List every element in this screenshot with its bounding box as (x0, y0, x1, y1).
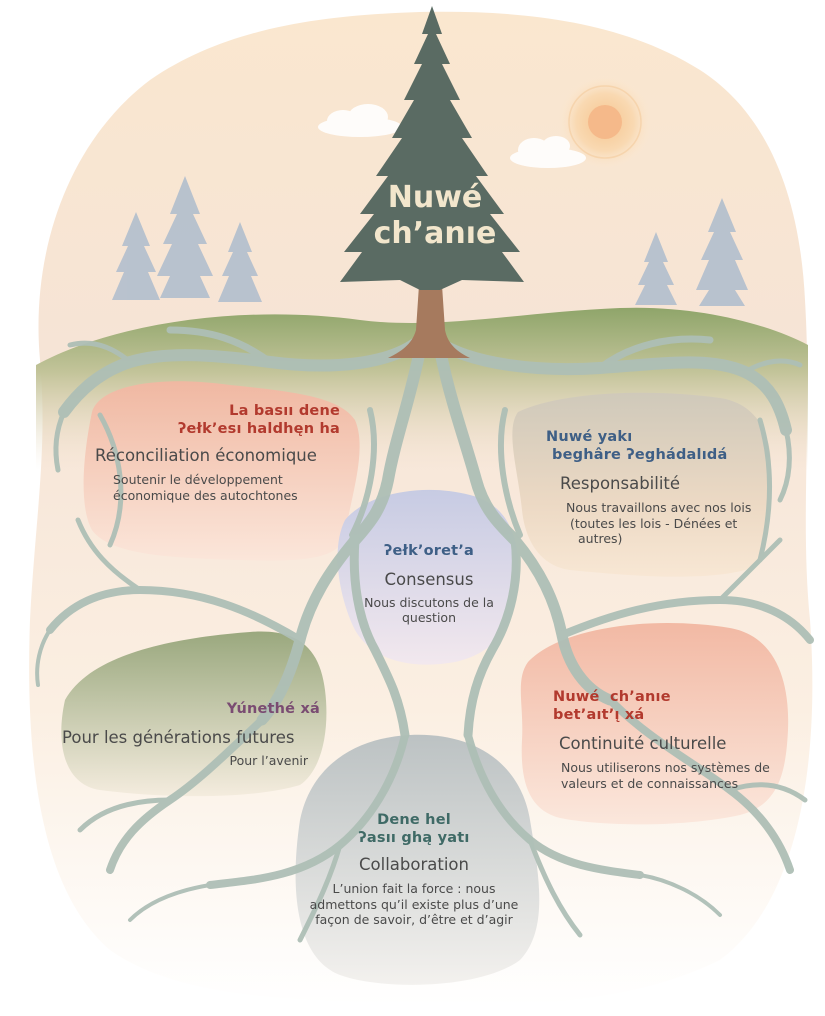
reconciliation-native-name: La basıı dene ʔełk’esı haldhęn ha (177, 403, 340, 438)
tree-title: Nuwé ch’anıe (360, 180, 510, 252)
principle-continuity: Nuwé ch’anıe bet’aıt’ı̨ xá Continuité cu… (553, 688, 793, 791)
future-native-name: Yúnethé xá (226, 701, 320, 717)
collaboration-title: Collaboration (359, 855, 469, 875)
cloud-icon (510, 136, 586, 168)
reconciliation-blob (83, 381, 360, 561)
continuity-native-name: Nuwé ch’anıe bet’aıt’ı̨ xá (553, 689, 671, 724)
background-pine-icon (112, 176, 748, 306)
principle-reconciliation: La basıı dene ʔełk’esı haldhęn ha Réconc… (95, 402, 340, 503)
principle-future: Yúnethé xá Pour les générations futures … (62, 700, 322, 768)
continuity-blob (520, 623, 789, 825)
cloud-icon (318, 104, 402, 137)
responsibility-native-name: Nuwé yakı beghâre ʔeghádalıdá (546, 429, 728, 464)
reconciliation-title: Réconciliation économique (95, 446, 317, 466)
continuity-desc: Nous utiliserons nos systèmes de valeurs… (561, 759, 770, 791)
consensus-blob (337, 489, 519, 665)
continuity-title: Continuité culturelle (559, 734, 727, 754)
principle-collaboration: Dene hel ʔasıı ghą yatı Collaboration L’… (300, 811, 528, 928)
reconciliation-desc: Soutenir le développement économique des… (113, 471, 298, 503)
tree-title-line1: Nuwé (387, 180, 483, 215)
responsibility-blob (512, 392, 771, 577)
tree-title-line2: ch’anıe (373, 216, 497, 251)
consensus-desc: Nous discutons de la question (364, 594, 494, 626)
trunk (388, 270, 470, 358)
roots (35, 326, 814, 943)
main-tree-icon (340, 6, 524, 290)
future-title: Pour les générations futures (62, 728, 295, 748)
collaboration-native-name: Dene hel ʔasıı ghą yatı (358, 812, 470, 847)
principle-responsibility: Nuwé yakı beghâre ʔeghádalıdá Responsabi… (546, 428, 786, 547)
responsibility-desc: Nous travaillons avec nos lois (toutes l… (566, 499, 752, 547)
future-blob (61, 631, 327, 797)
future-desc: Pour l’avenir (229, 752, 308, 768)
collaboration-blob (295, 734, 540, 985)
consensus-native-name: ʔełk’oret’a (383, 543, 475, 559)
principle-consensus: ʔełk’oret’a Consensus Nous discutons de … (340, 542, 518, 626)
collaboration-desc: L’union fait la force : nous admettons q… (309, 880, 519, 928)
consensus-title: Consensus (384, 570, 474, 590)
sun-icon (557, 74, 653, 170)
responsibility-title: Responsabilité (560, 474, 681, 494)
